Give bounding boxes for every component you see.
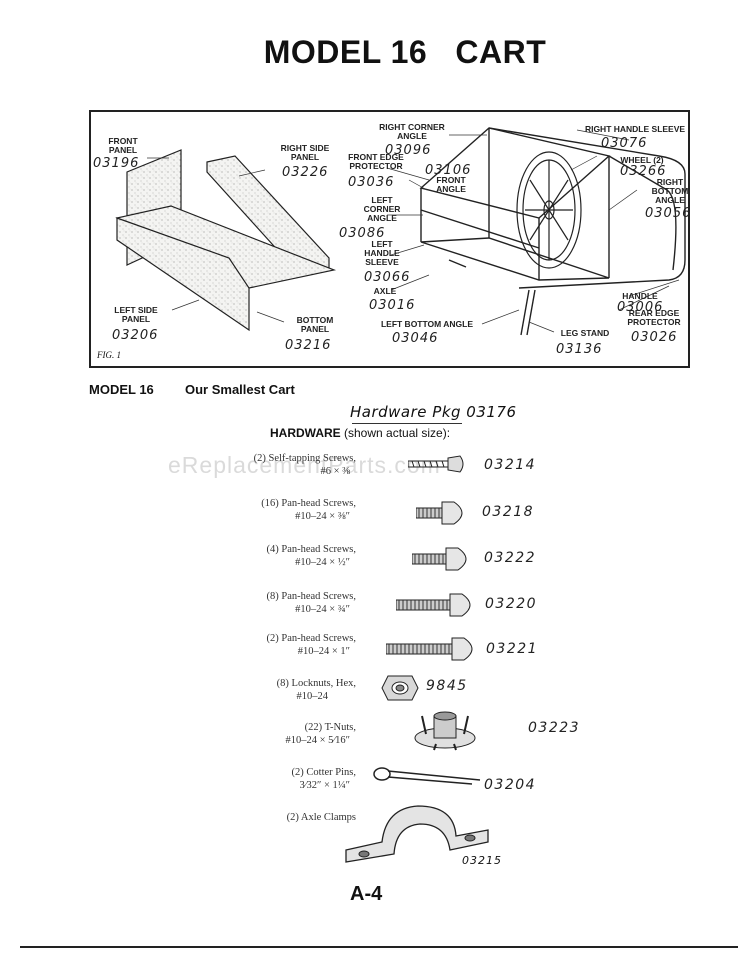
front-panel-number: 03196: [93, 156, 140, 171]
left-corner-angle-label: LEFT CORNER ANGLE: [363, 195, 401, 223]
page-title: MODEL 16 CART: [263, 34, 547, 70]
hardware-heading-note: (shown actual size):: [344, 426, 451, 440]
left-bottom-angle-label: LEFT BOTTOM ANGLE: [380, 319, 474, 329]
hardware-item-desc: (4) Pan-head Screws,: [266, 544, 356, 555]
hardware-item-pan-head-screws-1-2: (4) Pan-head Screws, #10–24 × ½″: [216, 543, 356, 569]
bottom-divider: [20, 946, 738, 948]
watermark: eReplacementParts.com: [168, 452, 441, 478]
hardware-item-t-nuts: (22) T-Nuts, #10–24 × 5⁄16″: [206, 721, 356, 747]
axle-number: 03016: [369, 298, 416, 313]
hardware-item-desc: (8) Locknuts, Hex,: [276, 678, 356, 689]
front-angle-label: FRONT ANGLE: [436, 175, 466, 194]
hardware-item-desc: (2) Axle Clamps: [286, 812, 356, 823]
hardware-item-number: 03223: [528, 720, 581, 736]
right-handle-sleeve-label: RIGHT HANDLE SLEEVE: [584, 124, 686, 134]
hardware-item-desc: (8) Pan-head Screws,: [266, 591, 356, 602]
right-side-panel-label: RIGHT SIDE PANEL: [280, 143, 330, 162]
pan-head-screw-icon: [416, 501, 463, 525]
front-angle-number: 03106: [425, 163, 472, 178]
pan-head-screw-icon: [386, 637, 473, 661]
hardware-heading-title: HARDWARE: [270, 426, 341, 440]
hex-locknut-icon: [381, 675, 419, 701]
hardware-item-size: #10–24 × ½″: [295, 557, 350, 568]
hardware-item-size: #6 × ⅜: [320, 466, 350, 477]
hardware-item-size: #10–24: [296, 691, 329, 702]
front-edge-protector-number: 03036: [348, 175, 395, 190]
model-label: MODEL 16: [89, 382, 154, 397]
right-bottom-angle-number: 03056: [645, 206, 692, 221]
hardware-item-size: 3⁄32″ × 1¼″: [299, 780, 350, 791]
handle-number: 03006: [617, 300, 664, 315]
hardware-package-number: Hardware Pkg 03176: [350, 403, 517, 421]
hardware-item-self-tapping-screws: (2) Self-tapping Screws, #6 × ⅜: [226, 452, 356, 478]
left-corner-angle-number: 03086: [339, 226, 386, 241]
left-handle-sleeve-number: 03066: [364, 270, 411, 285]
pan-head-screw-icon: [412, 547, 467, 571]
leader-lines: [147, 129, 680, 333]
right-corner-angle-label: RIGHT CORNER ANGLE: [379, 122, 445, 141]
hardware-item-number: 9845: [426, 678, 468, 694]
hardware-heading: HARDWARE (shown actual size):: [270, 426, 450, 440]
right-side-panel-number: 03226: [282, 165, 329, 180]
hardware-item-desc: (16) Pan-head Screws,: [261, 498, 356, 509]
wheel-number: 03266: [620, 164, 667, 179]
hardware-item-number: 03220: [485, 596, 538, 612]
cart-name: Our Smallest Cart: [185, 382, 295, 397]
wheel-shape: [516, 151, 582, 269]
bottom-panel-label: BOTTOM PANEL: [296, 315, 334, 334]
left-handle-sleeve-label: LEFT HANDLE SLEEVE: [364, 239, 400, 267]
left-side-panel-number: 03206: [112, 328, 159, 343]
pan-head-screw-icon: [396, 593, 471, 617]
hardware-item-desc: (2) Cotter Pins,: [291, 767, 356, 778]
figure-1: [89, 110, 690, 368]
hardware-item-number: 03218: [482, 504, 535, 520]
hardware-item-desc: (2) Self-tapping Screws,: [253, 453, 356, 464]
hardware-item-pan-head-screws-3-4: (8) Pan-head Screws, #10–24 × ¾″: [216, 590, 356, 616]
wheel-label: WHEEL (2): [620, 155, 664, 165]
cart-frame: [419, 127, 686, 336]
hardware-item-size: #10–24 × 1″: [297, 646, 350, 657]
rear-edge-protector-number: 03026: [631, 330, 678, 345]
hardware-item-size: #10–24 × ⅜″: [295, 511, 350, 522]
left-bottom-angle-number: 03046: [392, 331, 439, 346]
hardware-item-desc: (2) Pan-head Screws,: [266, 633, 356, 644]
axle-clamp-icon: [345, 805, 489, 863]
hardware-item-pan-head-screws-3-8: (16) Pan-head Screws, #10–24 × ⅜″: [216, 497, 356, 523]
hardware-item-number: 03214: [484, 457, 537, 473]
left-side-panel-shape: [116, 217, 250, 332]
self-tapping-screw-icon: [408, 455, 464, 473]
figure-caption: FIG. 1: [97, 350, 121, 360]
handwritten-underline: [352, 423, 462, 424]
t-nut-icon: [414, 711, 476, 751]
hardware-item-pan-head-screws-1: (2) Pan-head Screws, #10–24 × 1″: [216, 632, 356, 658]
hardware-item-number: 03222: [484, 550, 537, 566]
hardware-item-cotter-pins: (2) Cotter Pins, 3⁄32″ × 1¼″: [216, 766, 356, 792]
front-edge-protector-label: FRONT EDGE PROTECTOR: [348, 152, 404, 171]
hardware-item-axle-clamps: (2) Axle Clamps: [216, 811, 356, 824]
box-panels: [115, 149, 337, 332]
hardware-item-desc: (22) T-Nuts,: [304, 722, 356, 733]
bottom-panel-number: 03216: [285, 338, 332, 353]
right-bottom-angle-label: RIGHT BOTTOM ANGLE: [651, 177, 689, 205]
right-corner-angle-number: 03096: [385, 143, 432, 158]
hardware-item-number: 03221: [486, 641, 539, 657]
rear-edge-protector-label: REAR EDGE PROTECTOR: [627, 308, 681, 327]
hardware-item-number: 03215: [462, 854, 502, 867]
axle-label: AXLE: [373, 286, 397, 296]
hardware-item-size: #10–24 × 5⁄16″: [285, 735, 350, 746]
cotter-pin-icon: [373, 767, 481, 785]
handle-label: HANDLE: [622, 291, 658, 301]
hardware-item-locknuts: (8) Locknuts, Hex, #10–24: [216, 677, 356, 703]
right-handle-sleeve-number: 03076: [601, 136, 648, 151]
leg-stand-label: LEG STAND: [560, 328, 610, 338]
hardware-item-size: #10–24 × ¾″: [295, 604, 350, 615]
cart-exploded-diagram: [115, 127, 686, 336]
front-panel-label: FRONT PANEL: [108, 136, 138, 155]
hardware-item-number: 03204: [484, 777, 537, 793]
left-side-panel-label: LEFT SIDE PANEL: [114, 305, 158, 324]
leg-stand-number: 03136: [556, 342, 603, 357]
page-number: A-4: [350, 883, 383, 905]
